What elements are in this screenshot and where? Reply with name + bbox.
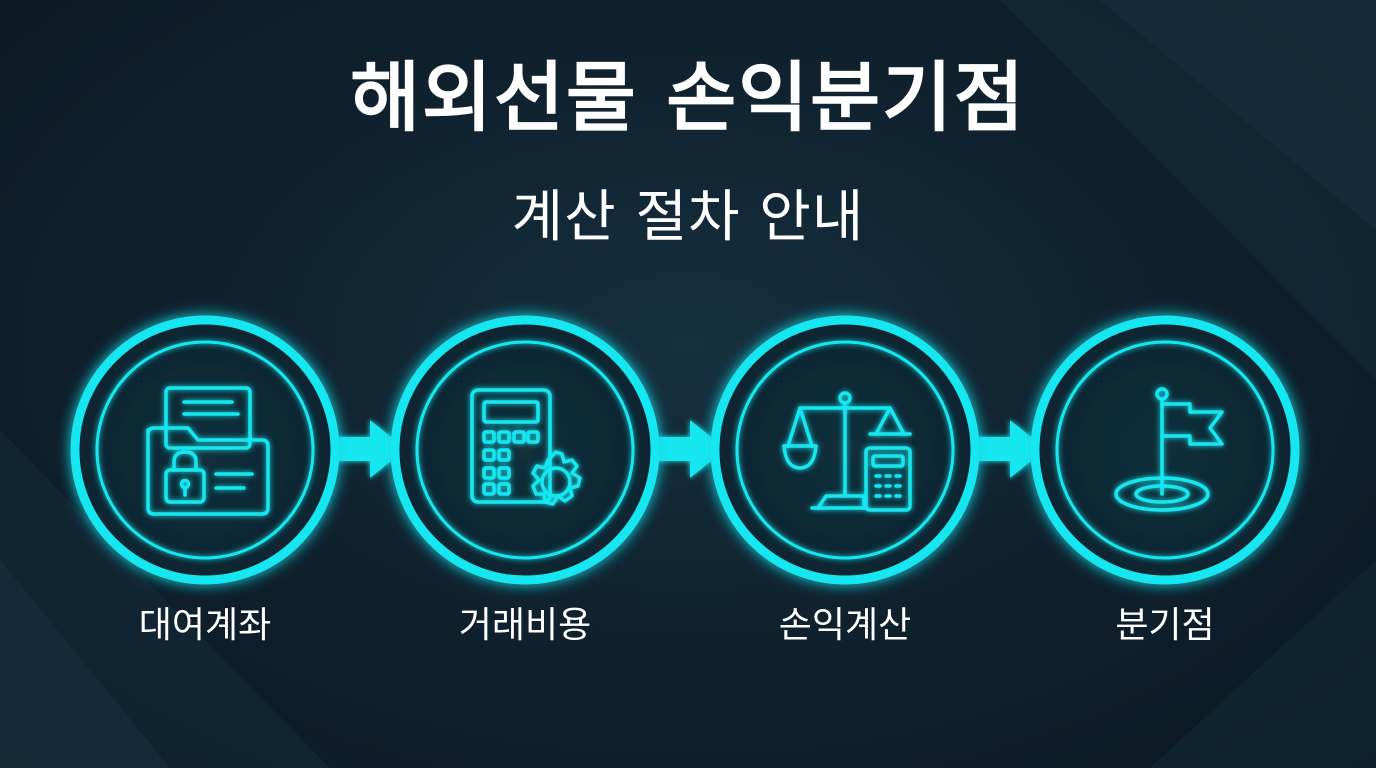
step-3-circle [710,315,980,585]
target-flag-icon [1114,387,1224,512]
page-subtitle: 계산 절차 안내 [511,185,865,250]
step-4-label: 분기점 [1115,605,1215,646]
calculator-gear-icon [470,388,582,506]
page-title: 해외선물 손익분기점 [350,53,1026,142]
step-3-label: 손익계산 [778,605,912,646]
step-2-circle [390,315,660,585]
locked-folder-document-icon [146,386,270,516]
step-1-label: 대여계좌 [138,605,272,646]
step-2-label: 거래비용 [458,605,592,646]
step-1-circle [70,315,340,585]
balance-scale-calculator-icon [782,391,912,512]
step-4-circle [1030,315,1300,585]
